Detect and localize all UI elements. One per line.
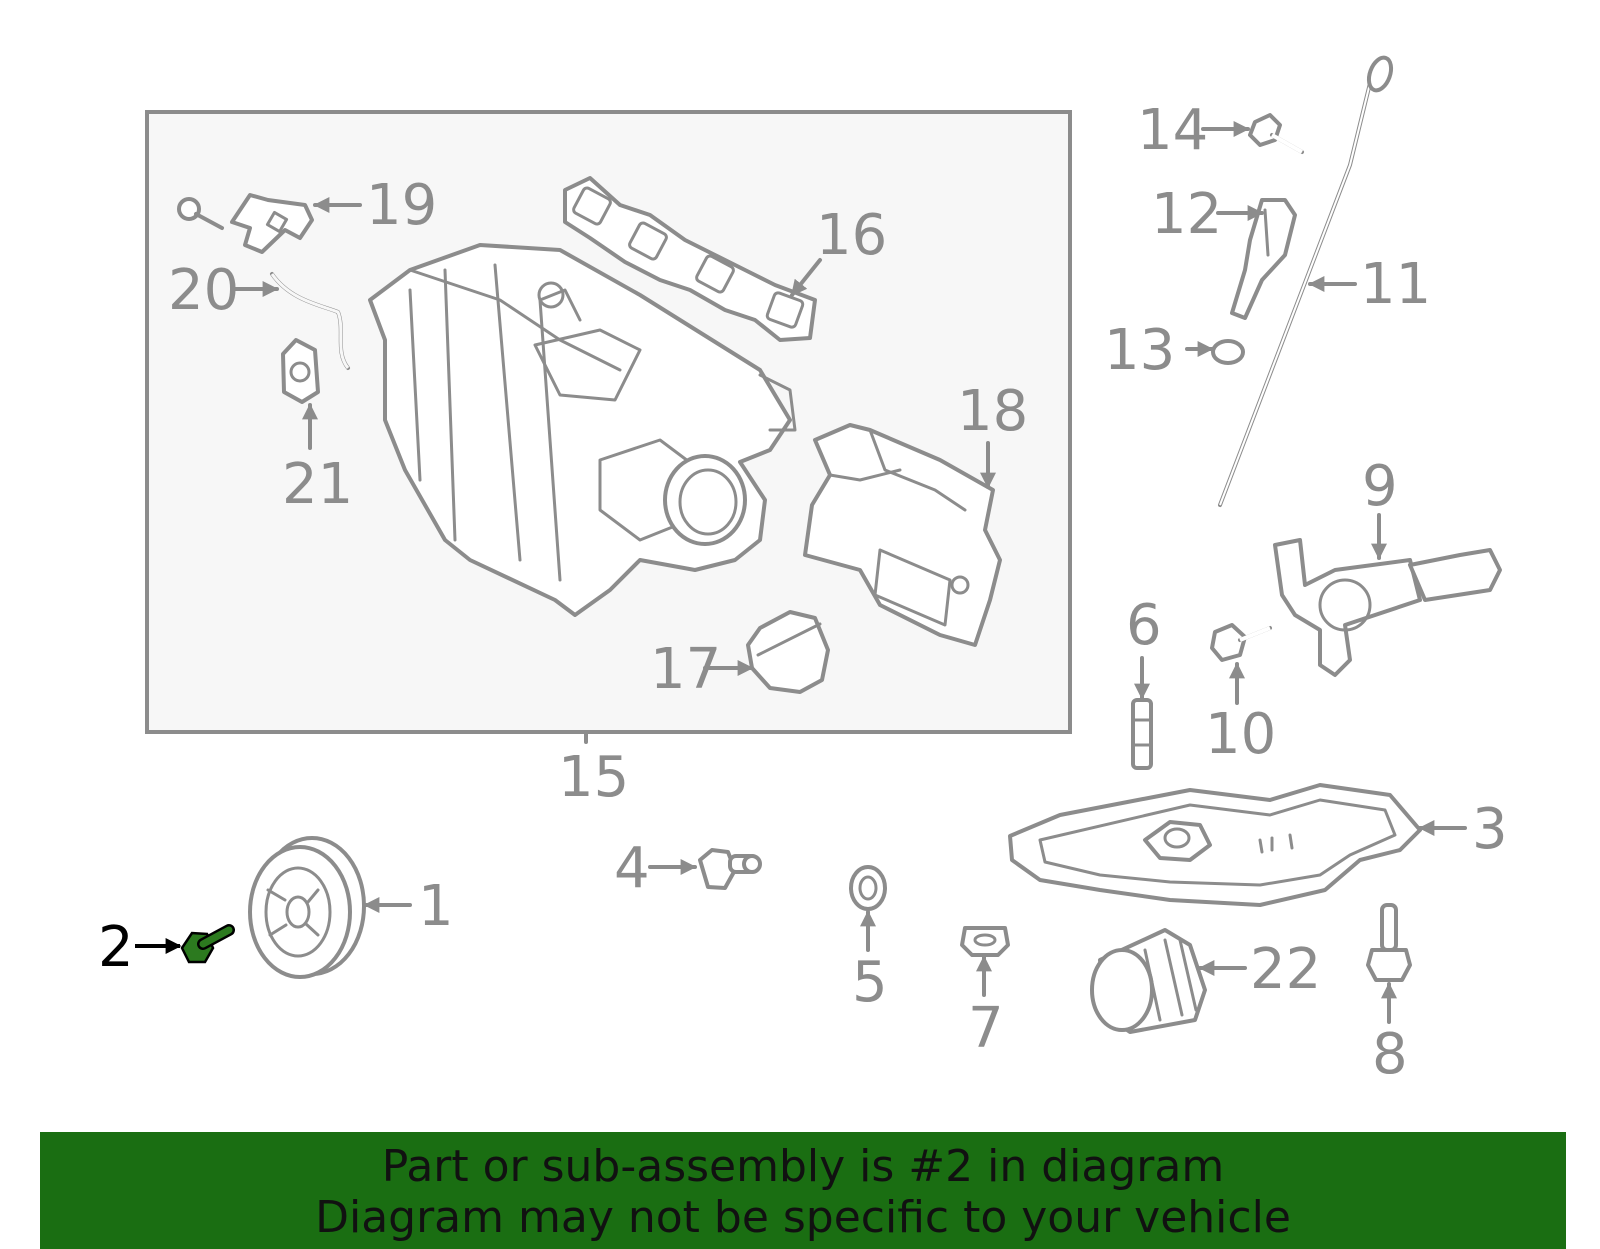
part-17-gasket (746, 610, 830, 694)
part-5-washer (849, 865, 887, 911)
callout-18: 18 (957, 379, 1028, 444)
part-18-cover (803, 423, 1002, 647)
part-1-pulley (248, 836, 366, 979)
callout-11: 11 (1360, 252, 1431, 317)
part-3-oil-pan (1008, 783, 1422, 907)
callout-20: 20 (168, 258, 239, 323)
part-7-plug (960, 926, 1010, 957)
callout-13: 13 (1104, 318, 1175, 383)
banner-line-2: Diagram may not be specific to your vehi… (315, 1192, 1291, 1243)
info-banner: Part or sub-assembly is #2 in diagram Di… (40, 1132, 1566, 1249)
part-22-oil-filter (1090, 928, 1207, 1034)
callout-7: 7 (968, 996, 1004, 1061)
leader-arrows (135, 121, 1467, 1024)
callout-8: 8 (1372, 1022, 1408, 1087)
callout-22: 22 (1250, 937, 1321, 1002)
callout-5: 5 (852, 950, 888, 1015)
part-12-guide (1230, 198, 1297, 320)
callout-1: 1 (418, 874, 454, 939)
part-9-control-valve (1273, 538, 1502, 677)
callout-14: 14 (1137, 98, 1208, 163)
part-11-dipstick (1218, 55, 1394, 507)
part-8-bolt (1366, 903, 1412, 982)
callout-3: 3 (1472, 797, 1508, 862)
callout-17: 17 (650, 637, 721, 702)
callout-16: 16 (816, 203, 887, 268)
callout-2: 2 (98, 915, 134, 980)
callout-4: 4 (614, 836, 650, 901)
part-16-gasket (563, 176, 817, 342)
callout-6: 6 (1126, 593, 1162, 658)
part-20-hose-inner (270, 273, 350, 369)
callout-21: 21 (282, 452, 353, 517)
callout-15: 15 (558, 745, 629, 810)
part-6-stud (1131, 698, 1153, 770)
part-13-o-ring (1211, 339, 1245, 365)
part-19-bracket (177, 193, 314, 254)
part-2-bolt-highlighted (180, 924, 235, 964)
callout-12: 12 (1151, 182, 1222, 247)
callout-10: 10 (1205, 702, 1276, 767)
callout-9: 9 (1362, 454, 1398, 519)
callout-19: 19 (366, 173, 437, 238)
part-21-gasket (281, 338, 320, 404)
part-14-bolt (1248, 113, 1304, 154)
banner-line-1: Part or sub-assembly is #2 in diagram (381, 1141, 1225, 1192)
part-15-intake-manifold (368, 243, 797, 617)
part-10-bolt (1210, 623, 1272, 662)
part-4-sensor (698, 848, 762, 890)
